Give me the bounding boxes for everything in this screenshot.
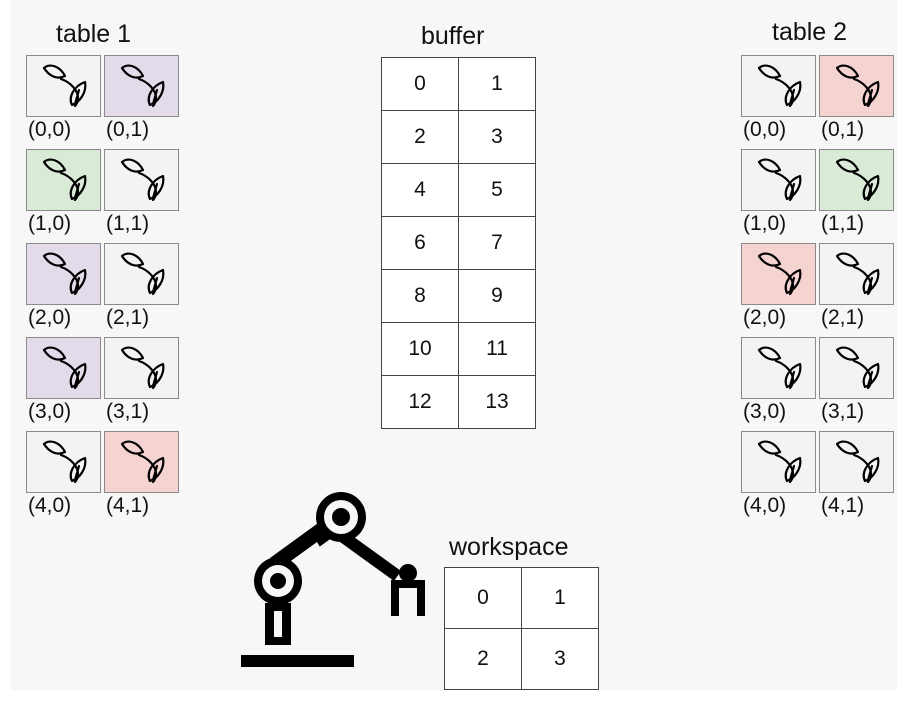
table1-cell-label: (2,1) xyxy=(106,306,150,329)
table2-cell-label: (4,0) xyxy=(743,494,787,517)
table2-cell-label: (3,0) xyxy=(743,400,787,423)
plant-sprout-icon xyxy=(753,436,805,488)
buffer-title: buffer xyxy=(421,22,485,50)
table2-cell-label: (1,0) xyxy=(743,212,787,235)
plant-sprout-icon xyxy=(831,436,883,488)
table1-cell xyxy=(26,337,101,399)
buffer-slot: 11 xyxy=(458,322,536,376)
buffer-slot: 1 xyxy=(458,57,536,111)
table1-cell-label: (3,1) xyxy=(106,400,150,423)
table1-cell-label: (1,1) xyxy=(106,212,150,235)
plant-sprout-icon xyxy=(116,154,168,206)
table1-cell-label: (4,0) xyxy=(28,494,72,517)
table2-cell xyxy=(819,337,894,399)
table1-cell-label: (3,0) xyxy=(28,400,72,423)
plant-sprout-icon xyxy=(116,60,168,112)
workspace-title: workspace xyxy=(449,533,569,561)
table1-cell xyxy=(104,337,179,399)
buffer-slot: 2 xyxy=(381,110,459,164)
table2-cell xyxy=(741,149,816,211)
plant-sprout-icon xyxy=(38,248,90,300)
plant-sprout-icon xyxy=(38,60,90,112)
table2-cell xyxy=(819,149,894,211)
buffer-slot: 6 xyxy=(381,216,459,270)
workspace-slot: 2 xyxy=(444,628,522,690)
plant-sprout-icon xyxy=(831,154,883,206)
buffer-slot: 12 xyxy=(381,375,459,429)
plant-sprout-icon xyxy=(38,154,90,206)
workspace-slot: 0 xyxy=(444,567,522,629)
table2-title: table 2 xyxy=(772,18,848,46)
plant-sprout-icon xyxy=(831,60,883,112)
workspace-slot: 1 xyxy=(521,567,599,629)
plant-sprout-icon xyxy=(753,154,805,206)
table1-cell-label: (1,0) xyxy=(28,212,72,235)
table1-cell-label: (0,0) xyxy=(28,118,72,141)
table2-cell xyxy=(741,337,816,399)
table1-cell xyxy=(104,243,179,305)
table2-cell xyxy=(819,55,894,117)
table1-cell xyxy=(104,55,179,117)
table1-cell xyxy=(104,431,179,493)
diagram-canvas: table 1 (0,0) (0,1) (1,0) (1,1) (2,0) (2,1) (3… xyxy=(11,0,897,690)
table2-cell-label: (2,1) xyxy=(821,306,865,329)
table2-cell-label: (1,1) xyxy=(821,212,865,235)
table1-title: table 1 xyxy=(56,20,132,48)
table1-cell-label: (4,1) xyxy=(106,494,150,517)
table1-cell xyxy=(26,431,101,493)
table2-cell-label: (4,1) xyxy=(821,494,865,517)
table2-cell xyxy=(741,243,816,305)
table2-cell-label: (0,1) xyxy=(821,118,865,141)
plant-sprout-icon xyxy=(116,342,168,394)
table1-cell xyxy=(26,55,101,117)
table1-cell-label: (2,0) xyxy=(28,306,72,329)
table2-cell xyxy=(819,243,894,305)
buffer-slot: 0 xyxy=(381,57,459,111)
plant-sprout-icon xyxy=(753,248,805,300)
plant-sprout-icon xyxy=(116,248,168,300)
plant-sprout-icon xyxy=(753,60,805,112)
table2-cell-label: (3,1) xyxy=(821,400,865,423)
buffer-slot: 7 xyxy=(458,216,536,270)
buffer-slot: 10 xyxy=(381,322,459,376)
buffer-slot: 9 xyxy=(458,269,536,323)
plant-sprout-icon xyxy=(753,342,805,394)
plant-sprout-icon xyxy=(831,342,883,394)
buffer-slot: 5 xyxy=(458,163,536,217)
table1-cell xyxy=(104,149,179,211)
workspace-slot: 3 xyxy=(521,628,599,690)
table2-cell xyxy=(819,431,894,493)
table2-cell-label: (0,0) xyxy=(743,118,787,141)
robot-arm-icon xyxy=(241,492,425,667)
table2-cell xyxy=(741,55,816,117)
plant-sprout-icon xyxy=(831,248,883,300)
buffer-slot: 13 xyxy=(458,375,536,429)
table1-cell xyxy=(26,243,101,305)
plant-sprout-icon xyxy=(38,436,90,488)
plant-sprout-icon xyxy=(38,342,90,394)
table2-cell-label: (2,0) xyxy=(743,306,787,329)
plant-sprout-icon xyxy=(116,436,168,488)
buffer-slot: 4 xyxy=(381,163,459,217)
buffer-slot: 8 xyxy=(381,269,459,323)
buffer-slot: 3 xyxy=(458,110,536,164)
table1-cell xyxy=(26,149,101,211)
table1-cell-label: (0,1) xyxy=(106,118,150,141)
table2-cell xyxy=(741,431,816,493)
